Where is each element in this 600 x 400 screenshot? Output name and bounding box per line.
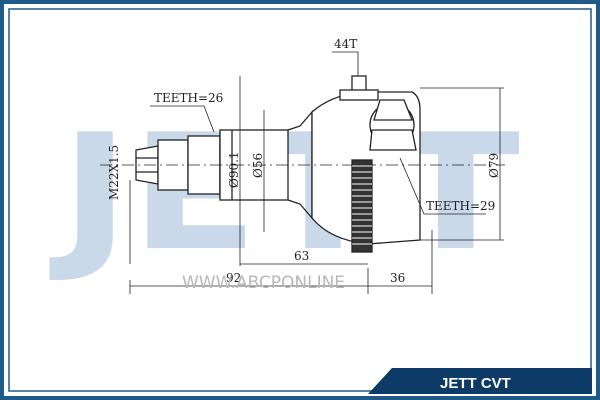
brand-label: JETT CVT [440,375,511,392]
label-dia-79: Ø79 [487,153,501,178]
url-watermark: WWW.ABCPONLINE [182,273,345,293]
label-63: 63 [294,249,309,263]
label-dia-90: Ø90.1 [227,151,241,188]
abs-ring [351,159,373,253]
label-92: 92 [226,271,241,285]
dimension-lines [129,51,504,294]
brand-band: JETT CVT [368,368,592,394]
label-36: 36 [390,271,405,285]
inner-border [8,8,592,392]
cv-joint-drawing [100,75,505,253]
label-44t: 44T [334,37,357,51]
label-teeth-26: TEETH=26 [154,91,223,105]
label-dia-56: Ø56 [251,153,265,178]
label-thread: M22X1.5 [107,145,121,200]
label-teeth-29: TEETH=29 [426,199,495,213]
